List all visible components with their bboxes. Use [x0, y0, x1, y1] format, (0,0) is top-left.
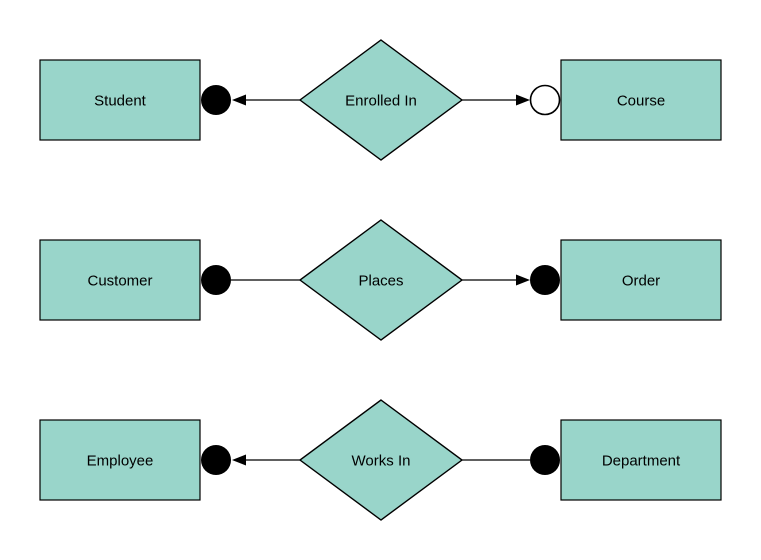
- entity-order: [560, 239, 722, 321]
- entity-customer: [39, 239, 201, 321]
- relationship-row-student-course: Student Enrolled In Course: [39, 39, 722, 161]
- entity-department-label: Department: [602, 452, 681, 469]
- relationship-places-label: Places: [358, 272, 403, 289]
- entity-course-label: Course: [617, 92, 665, 109]
- entity-course: [560, 59, 722, 141]
- entity-student: [39, 59, 201, 141]
- entity-student-label: Student: [94, 92, 147, 109]
- cardinality-filled-dot: [530, 445, 560, 475]
- entity-department: [560, 419, 722, 501]
- entity-customer-label: Customer: [87, 272, 152, 289]
- arrowhead-right-icon: [516, 274, 530, 286]
- entity-employee-label: Employee: [87, 452, 154, 469]
- cardinality-filled-dot: [201, 265, 231, 295]
- cardinality-filled-dot: [530, 265, 560, 295]
- arrowhead-right-icon: [516, 94, 530, 106]
- relationship-works-in-label: Works In: [352, 452, 411, 469]
- relationship-places-diamond: [298, 219, 464, 341]
- arrowhead-left-icon: [232, 454, 246, 466]
- arrowhead-left-icon: [232, 94, 246, 106]
- cardinality-open-dot: [529, 84, 561, 116]
- relationship-row-employee-department: Employee Works In Department: [39, 399, 722, 521]
- entity-order-label: Order: [622, 272, 660, 289]
- cardinality-filled-dot: [201, 445, 231, 475]
- relationship-row-customer-order: Customer Places Order: [39, 219, 722, 341]
- cardinality-filled-dot: [201, 85, 231, 115]
- entity-employee: [39, 419, 201, 501]
- relationship-enrolled-in-diamond: [298, 39, 464, 161]
- relationship-works-in-diamond: [298, 399, 464, 521]
- relationship-enrolled-in-label: Enrolled In: [345, 92, 417, 109]
